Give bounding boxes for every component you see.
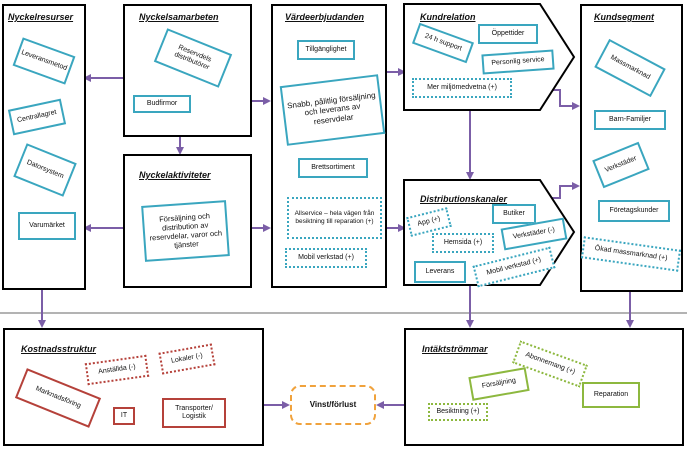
note-allservice: Allservice – hela vägen från besiktning … <box>287 197 382 239</box>
arrow-distribution-to-kundsegment <box>545 182 580 199</box>
note-brettsortiment: Brettsortiment <box>298 158 368 178</box>
note-it: IT <box>113 407 135 425</box>
note-barn-familjer: Barn-Familjer <box>594 110 666 130</box>
nyckelaktiviteter-title: Nyckelaktiviteter <box>139 170 211 180</box>
nyckelresurser-title: Nyckelresurser <box>8 12 74 22</box>
note-butiker: Butiker <box>492 204 536 224</box>
nyckelresurser-box: Nyckelresurser <box>2 4 86 290</box>
note-varumarket: Varumärket <box>18 212 76 240</box>
vardeerbjudanden-title: Värdeerbjudanden <box>285 12 365 22</box>
note-transporter-logistik: Transporter/ Logistik <box>162 398 226 428</box>
nyckelsamarbeten-title: Nyckelsamarbeten <box>139 12 219 22</box>
vinst-forlust: Vinst/förlust <box>290 385 376 425</box>
note-budfirmor: Budfirmor <box>133 95 191 113</box>
kostnadsstruktur-title: Kostnadsstruktur <box>21 344 97 354</box>
note-snabb-palitlig: Snabb, pålitlig försäljning och leverans… <box>279 74 386 146</box>
note-hemsida: Hemsida (+) <box>432 233 494 253</box>
distributionskanaler-title: Distributionskanaler <box>420 194 508 204</box>
note-reparation: Reparation <box>582 382 640 408</box>
intaktstrommar-title: Intäktströmmar <box>422 344 488 354</box>
note-oppettider: Öppettider <box>478 24 538 44</box>
kundrelation-title: Kundrelation <box>420 12 476 22</box>
note-tillganglighet: Tillgänglighet <box>297 40 355 60</box>
intaktstrommar-box: Intäktströmmar <box>404 328 684 446</box>
note-mobil-verkstad-varde: Mobil verkstad (+) <box>285 248 367 268</box>
note-besiktning: Besiktning (+) <box>428 403 488 421</box>
note-leverans: Leverans <box>414 261 466 283</box>
nyckelsamarbeten-box: Nyckelsamarbeten <box>123 4 252 137</box>
note-mer-miljomedvetna: Mer miljömedvetna (+) <box>412 78 512 98</box>
note-foretagskunder: Företagskunder <box>598 200 670 222</box>
note-forsaljning-distribution: Försäljning och distribution av reservde… <box>141 200 230 262</box>
kundsegment-title: Kundsegment <box>594 12 655 22</box>
arrow-kundrelation-to-kundsegment <box>545 89 580 110</box>
